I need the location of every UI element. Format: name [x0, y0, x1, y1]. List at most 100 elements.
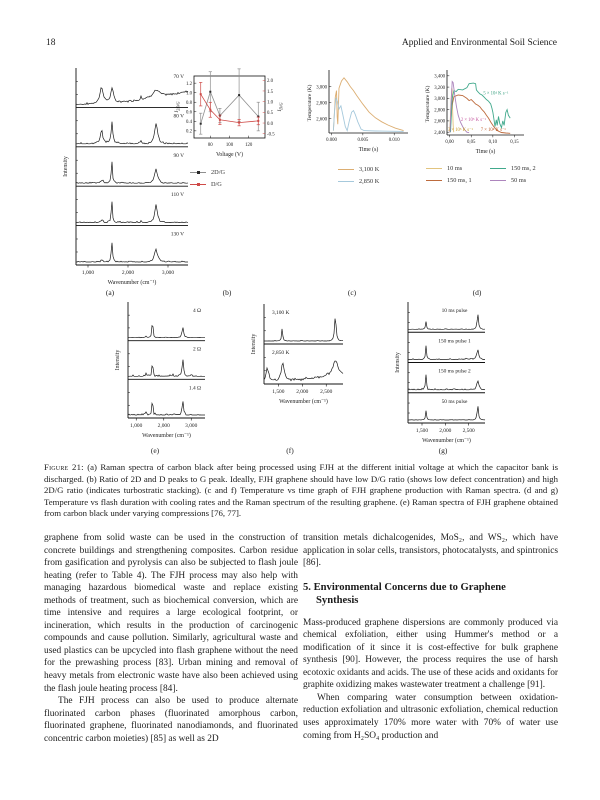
svg-text:3,000: 3,000 [316, 85, 327, 90]
legend-item: 50 ms [490, 174, 550, 186]
svg-text:3,400: 3,400 [434, 75, 445, 80]
panel-label-c: (c) [347, 288, 357, 297]
svg-text:Time (s): Time (s) [476, 148, 496, 155]
svg-text:110 V: 110 V [171, 192, 184, 198]
svg-text:0.005: 0.005 [357, 138, 368, 143]
right-paragraph-1: transition metals dichalcogenides, MoS₂,… [303, 533, 558, 569]
svg-text:3,100 K: 3,100 K [272, 310, 289, 316]
svg-text:80: 80 [208, 143, 213, 148]
svg-text:1.4 Ω: 1.4 Ω [189, 385, 201, 391]
svg-text:Intensity: Intensity [63, 156, 69, 177]
svg-text:0.6: 0.6 [186, 111, 193, 116]
svg-text:2,600: 2,600 [316, 117, 327, 122]
svg-text:Voltage (V): Voltage (V) [216, 151, 243, 158]
legend-item: 150 ms, 1 [426, 174, 488, 186]
svg-text:0.2: 0.2 [186, 130, 193, 135]
svg-text:Time (s): Time (s) [359, 146, 379, 153]
svg-text:1.5: 1.5 [267, 90, 274, 95]
legend-item: 2D/G [190, 166, 225, 178]
svg-text:2,850 K: 2,850 K [272, 350, 289, 356]
svg-text:3 × 10⁵ K s⁻¹: 3 × 10⁵ K s⁻¹ [448, 127, 474, 133]
svg-text:10 ms pulse: 10 ms pulse [442, 308, 468, 314]
svg-text:2,600: 2,600 [434, 120, 445, 125]
svg-text:Wavenumber (cm⁻¹): Wavenumber (cm⁻¹) [142, 432, 191, 438]
svg-text:Wavenumber (cm⁻¹): Wavenumber (cm⁻¹) [279, 398, 328, 405]
panel-label-g: (g) [438, 446, 448, 455]
svg-text:Intensity: Intensity [115, 350, 121, 371]
svg-text:0,00: 0,00 [445, 140, 454, 145]
svg-text:ID/G: ID/G [277, 102, 283, 112]
legend-item: 150 ms, 2 [490, 162, 550, 174]
svg-text:1.0: 1.0 [267, 100, 274, 105]
svg-text:Intensity: Intensity [395, 352, 401, 373]
svg-text:0.000: 0.000 [326, 138, 337, 143]
svg-text:2,500: 2,500 [463, 428, 475, 434]
svg-text:2,400: 2,400 [434, 131, 445, 136]
panel-label-d: (d) [472, 288, 482, 297]
section-heading: 5. Environmental Concerns due to Graphen… [303, 581, 506, 607]
svg-text:2,800: 2,800 [316, 101, 327, 106]
svg-text:0,05: 0,05 [467, 140, 476, 145]
svg-text:Intensity: Intensity [251, 334, 257, 355]
left-paragraph-1: graphene from solid waste can be used in… [44, 533, 298, 694]
svg-text:0.0: 0.0 [267, 122, 274, 127]
svg-text:Temperature (K): Temperature (K) [424, 85, 431, 122]
panel-label-f: (f) [286, 446, 294, 455]
svg-text:0.4: 0.4 [186, 120, 193, 125]
svg-text:2 × 10⁵ K s⁻¹: 2 × 10⁵ K s⁻¹ [461, 117, 487, 123]
svg-text:Wavenumber (cm⁻¹): Wavenumber (cm⁻¹) [108, 279, 157, 286]
svg-text:2,000: 2,000 [158, 423, 170, 429]
svg-text:1,500: 1,500 [416, 428, 428, 434]
body-left-column: graphene from solid waste can be used in… [44, 532, 298, 745]
figure-caption: Figure 21: (a) Raman spectra of carbon b… [44, 462, 558, 520]
svg-text:130 V: 130 V [171, 232, 184, 238]
svg-text:3,200: 3,200 [434, 86, 445, 91]
svg-text:2,800: 2,800 [434, 108, 445, 113]
figure-caption-text: (a) Raman spectra of carbon black after … [44, 462, 558, 519]
right-paragraph-3: When comparing water consumption between… [303, 692, 558, 741]
svg-text:2,000: 2,000 [439, 428, 451, 434]
legend-item: 3,100 K [338, 163, 379, 175]
svg-text:0.010: 0.010 [389, 138, 400, 143]
svg-text:2.0: 2.0 [267, 79, 274, 84]
figure-panel-d: 2,400 2,600 2,800 3,000 3,200 3,400 0,00 0,05 0,… [420, 64, 538, 169]
left-paragraph-2: The FJH process can also be used to prod… [44, 696, 298, 744]
legend-item: 10 ms [426, 162, 488, 174]
svg-text:5 × 10⁴ K s⁻¹: 5 × 10⁴ K s⁻¹ [483, 90, 509, 96]
svg-text:3,000: 3,000 [434, 97, 445, 102]
svg-text:120: 120 [245, 143, 253, 148]
svg-text:7 × 10⁴ K s⁻¹: 7 × 10⁴ K s⁻¹ [481, 127, 507, 133]
panel-label-b: (b) [222, 288, 232, 297]
page-number: 18 [46, 38, 56, 48]
svg-text:1,000: 1,000 [82, 270, 94, 276]
svg-text:0,10: 0,10 [489, 140, 498, 145]
svg-text:1.0: 1.0 [186, 91, 193, 96]
figure-caption-label: Figure 21: [44, 462, 84, 472]
svg-text:100: 100 [226, 143, 234, 148]
svg-text:3,000: 3,000 [162, 270, 174, 276]
svg-text:0,15: 0,15 [510, 140, 519, 145]
svg-text:Wavenumber (cm⁻¹): Wavenumber (cm⁻¹) [422, 437, 471, 444]
svg-text:90 V: 90 V [173, 153, 184, 159]
svg-text:1,000: 1,000 [130, 423, 142, 429]
svg-text:150 ms pulse 1: 150 ms pulse 1 [438, 338, 471, 344]
svg-text:2,000: 2,000 [122, 270, 134, 276]
svg-text:0.8: 0.8 [186, 101, 193, 106]
svg-text:0.5: 0.5 [267, 111, 274, 116]
legend-item: D/G [190, 178, 225, 190]
svg-text:70 V: 70 V [173, 74, 184, 80]
panel-label-a: (a) [105, 288, 115, 297]
body-right-column: transition metals dichalcogenides, MoS₂,… [303, 532, 558, 742]
journal-title: Applied and Environmental Soil Science [401, 38, 557, 48]
legend-item: 2,850 K [338, 175, 379, 187]
svg-text:I2D/G: I2D/G [174, 101, 180, 113]
svg-text:4 Ω: 4 Ω [193, 308, 201, 314]
svg-text:50 ms pulse: 50 ms pulse [442, 399, 468, 405]
